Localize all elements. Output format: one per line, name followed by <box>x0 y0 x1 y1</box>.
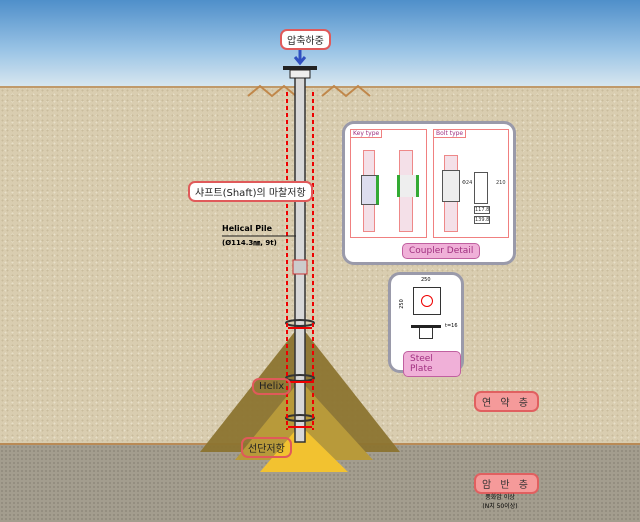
key-type-panel: Key type <box>350 129 427 238</box>
soft-layer-label: 연 약 층 <box>474 391 539 412</box>
soft-soil-layer <box>0 86 640 445</box>
rock-note: 풍화암 이상(N치 50이상) <box>482 494 518 510</box>
coupler-detail-title: Coupler Detail <box>402 243 481 259</box>
coupler <box>292 259 308 275</box>
shear-arrows <box>288 327 312 428</box>
pile-name: Helical Pile <box>222 224 273 233</box>
down-arrow-icon <box>293 50 307 66</box>
friction-arrows <box>286 92 314 430</box>
load-label: 압축하중 <box>280 29 331 50</box>
bearing-cone-small <box>260 425 348 472</box>
plate-section <box>411 325 441 328</box>
ground-hatch-left <box>247 84 297 98</box>
bolt-type-panel: Bolt type Φ24 210 117.8 139.8 <box>433 129 509 238</box>
helix-label: Helix <box>252 378 292 395</box>
ground-hatch-right <box>321 84 371 98</box>
coupler-detail-panel: Key type Bolt type Φ24 210 117.8 139.8 C… <box>342 121 516 265</box>
pile-shaft <box>294 71 306 443</box>
pile-spec: (Ø114.3㎜, 9t) <box>222 239 277 247</box>
pile-cap <box>289 69 311 79</box>
steel-plate-title: Steel Plate <box>403 351 461 377</box>
steel-plate-panel: 250 250 t=16 Steel Plate <box>388 272 464 377</box>
plate-plan <box>413 287 441 315</box>
shear-label: 선단저항 <box>241 437 292 458</box>
shaft-friction-label: 샤프트(Shaft)의 마찰저항 <box>188 181 313 202</box>
rock-layer-label: 암 반 층 <box>474 473 539 494</box>
